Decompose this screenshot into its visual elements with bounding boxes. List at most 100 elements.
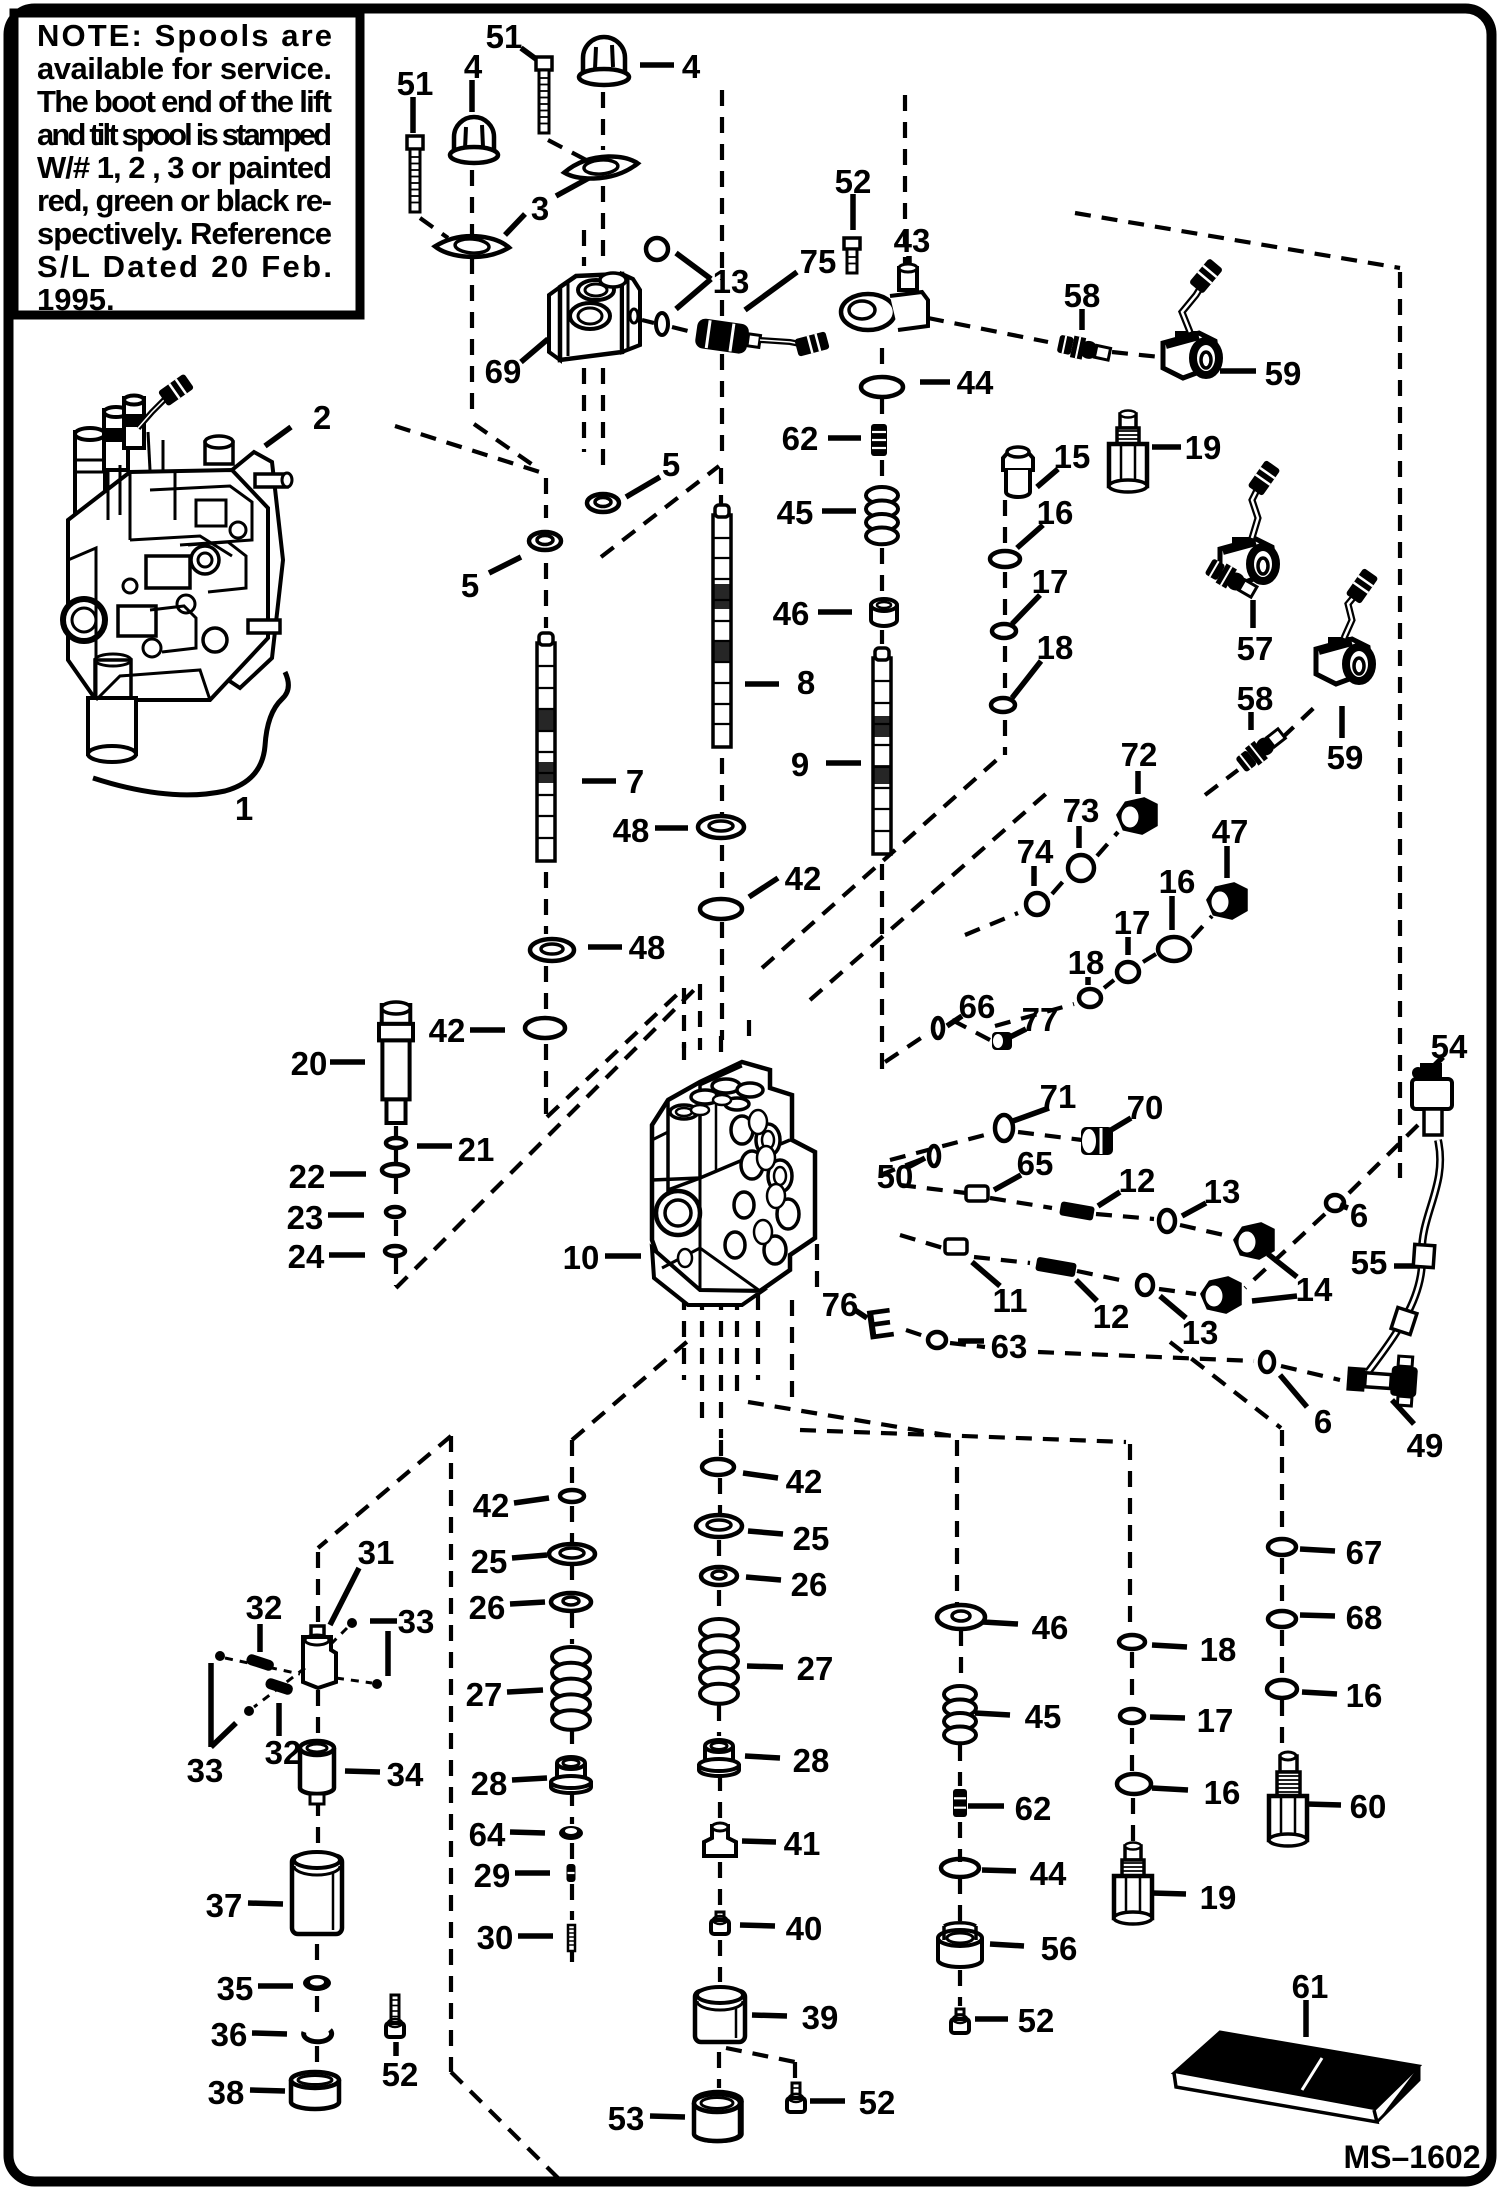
svg-text:38: 38 xyxy=(208,2074,245,2111)
svg-text:36: 36 xyxy=(211,2016,248,2053)
svg-text:E: E xyxy=(863,1298,897,1348)
svg-text:43: 43 xyxy=(894,222,931,259)
svg-text:4: 4 xyxy=(682,48,701,85)
svg-text:29: 29 xyxy=(474,1857,511,1894)
svg-text:52: 52 xyxy=(1018,2002,1055,2039)
svg-text:22: 22 xyxy=(289,1158,326,1195)
svg-text:3: 3 xyxy=(531,190,549,227)
svg-text:73: 73 xyxy=(1063,792,1100,829)
svg-text:46: 46 xyxy=(1032,1609,1069,1646)
svg-text:67: 67 xyxy=(1346,1534,1383,1571)
svg-text:66: 66 xyxy=(959,988,996,1025)
svg-text:33: 33 xyxy=(187,1752,224,1789)
svg-text:61: 61 xyxy=(1292,1968,1329,2005)
svg-text:59: 59 xyxy=(1327,739,1364,776)
svg-text:26: 26 xyxy=(791,1566,828,1603)
svg-text:4: 4 xyxy=(464,48,483,85)
svg-text:1995.: 1995. xyxy=(37,282,115,317)
svg-text:13: 13 xyxy=(713,263,750,300)
svg-text:56: 56 xyxy=(1041,1930,1078,1967)
svg-text:13: 13 xyxy=(1204,1173,1241,1210)
svg-text:27: 27 xyxy=(797,1650,834,1687)
svg-text:8: 8 xyxy=(797,664,815,701)
svg-text:42: 42 xyxy=(786,1463,823,1500)
svg-text:42: 42 xyxy=(785,860,822,897)
svg-text:5: 5 xyxy=(461,567,479,604)
svg-text:25: 25 xyxy=(471,1543,508,1580)
svg-text:35: 35 xyxy=(217,1970,254,2007)
svg-text:26: 26 xyxy=(469,1589,506,1626)
svg-text:62: 62 xyxy=(1015,1790,1052,1827)
svg-text:51: 51 xyxy=(397,65,434,102)
svg-text:The boot end of the lift: The boot end of the lift xyxy=(37,84,332,119)
svg-text:available for service.: available for service. xyxy=(37,51,332,86)
svg-text:14: 14 xyxy=(1296,1271,1333,1308)
svg-text:19: 19 xyxy=(1185,429,1222,466)
svg-text:32: 32 xyxy=(246,1589,283,1626)
svg-text:15: 15 xyxy=(1054,438,1091,475)
svg-text:47: 47 xyxy=(1212,813,1249,850)
svg-text:31: 31 xyxy=(358,1534,395,1571)
svg-text:52: 52 xyxy=(382,2056,419,2093)
svg-text:58: 58 xyxy=(1237,680,1274,717)
svg-text:70: 70 xyxy=(1127,1089,1164,1126)
svg-text:59: 59 xyxy=(1265,355,1302,392)
svg-text:45: 45 xyxy=(1025,1698,1062,1735)
svg-text:19: 19 xyxy=(1200,1879,1237,1916)
svg-text:28: 28 xyxy=(793,1742,830,1779)
svg-text:28: 28 xyxy=(471,1765,508,1802)
svg-text:68: 68 xyxy=(1346,1599,1383,1636)
svg-text:44: 44 xyxy=(957,364,994,401)
svg-text:52: 52 xyxy=(859,2084,896,2121)
svg-text:45: 45 xyxy=(777,494,814,531)
svg-text:9: 9 xyxy=(791,746,809,783)
svg-text:24: 24 xyxy=(288,1238,325,1275)
svg-text:69: 69 xyxy=(485,353,522,390)
svg-text:spectively. Reference: spectively. Reference xyxy=(37,216,332,251)
svg-text:53: 53 xyxy=(608,2100,645,2137)
svg-text:74: 74 xyxy=(1017,833,1054,870)
svg-text:55: 55 xyxy=(1351,1244,1388,1281)
svg-text:37: 37 xyxy=(206,1887,243,1924)
svg-text:18: 18 xyxy=(1200,1631,1237,1668)
svg-text:49: 49 xyxy=(1407,1427,1444,1464)
svg-text:48: 48 xyxy=(613,812,650,849)
svg-text:34: 34 xyxy=(387,1756,424,1793)
svg-text:77: 77 xyxy=(1022,1001,1059,1038)
svg-text:27: 27 xyxy=(466,1676,503,1713)
svg-text:20: 20 xyxy=(291,1045,328,1082)
svg-text:13: 13 xyxy=(1182,1314,1219,1351)
svg-text:60: 60 xyxy=(1350,1788,1387,1825)
svg-text:red, green or black re-: red, green or black re- xyxy=(37,183,332,218)
svg-text:33: 33 xyxy=(398,1603,435,1640)
svg-text:62: 62 xyxy=(782,420,819,457)
svg-text:18: 18 xyxy=(1037,629,1074,666)
svg-text:39: 39 xyxy=(802,1999,839,2036)
svg-text:16: 16 xyxy=(1346,1677,1383,1714)
svg-text:57: 57 xyxy=(1237,630,1274,667)
svg-text:10: 10 xyxy=(563,1239,600,1276)
svg-text:6: 6 xyxy=(1314,1403,1332,1440)
svg-text:63: 63 xyxy=(991,1328,1028,1365)
svg-text:MS–1602: MS–1602 xyxy=(1344,2139,1481,2175)
svg-text:42: 42 xyxy=(473,1487,510,1524)
svg-text:16: 16 xyxy=(1204,1774,1241,1811)
svg-text:51: 51 xyxy=(486,18,523,55)
svg-text:18: 18 xyxy=(1068,944,1105,981)
svg-text:12: 12 xyxy=(1119,1162,1156,1199)
svg-text:72: 72 xyxy=(1121,736,1158,773)
svg-text:52: 52 xyxy=(835,163,872,200)
svg-text:2: 2 xyxy=(313,399,331,436)
svg-text:23: 23 xyxy=(287,1199,324,1236)
svg-text:7: 7 xyxy=(626,763,644,800)
svg-text:76: 76 xyxy=(822,1286,859,1323)
svg-text:54: 54 xyxy=(1431,1028,1468,1065)
svg-text:21: 21 xyxy=(458,1131,495,1168)
svg-text:5: 5 xyxy=(662,446,680,483)
svg-text:and tilt spool is stamped: and tilt spool is stamped xyxy=(37,117,332,152)
svg-text:41: 41 xyxy=(784,1825,821,1862)
svg-text:1: 1 xyxy=(235,790,253,827)
svg-text:17: 17 xyxy=(1114,904,1151,941)
svg-text:NOTE: Spools are: NOTE: Spools are xyxy=(37,18,332,53)
svg-text:40: 40 xyxy=(786,1910,823,1947)
